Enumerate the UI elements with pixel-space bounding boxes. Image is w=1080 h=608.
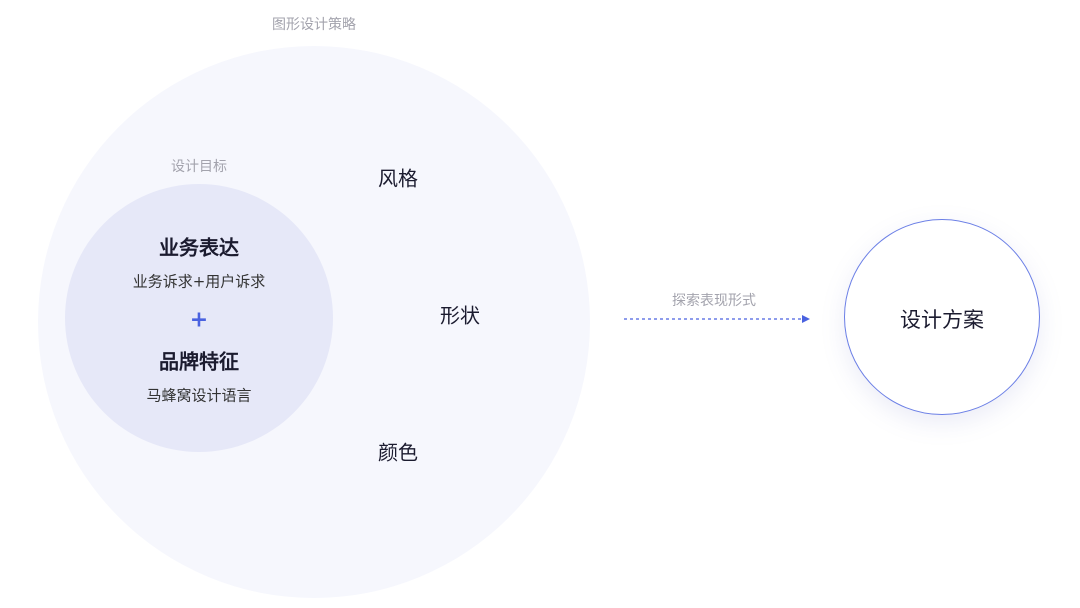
outer-title: 图形设计策略 bbox=[272, 17, 356, 33]
brand-subtitle: 马蜂窝设计语言 bbox=[146, 386, 252, 405]
goal-title: 设计目标 bbox=[171, 159, 227, 175]
result-circle bbox=[844, 219, 1040, 415]
brand-title: 品牌特征 bbox=[159, 349, 239, 374]
dimension-color: 颜色 bbox=[378, 440, 418, 465]
business-subtitle: 业务诉求+用户诉求 bbox=[132, 272, 266, 291]
dashed-arrow-icon bbox=[624, 315, 810, 323]
dimension-shape: 形状 bbox=[440, 303, 480, 328]
arrow-label: 探索表现形式 bbox=[672, 293, 756, 309]
business-title: 业务表达 bbox=[159, 235, 239, 260]
plus-icon: + bbox=[189, 307, 209, 333]
goal-circle bbox=[65, 184, 333, 452]
result-label: 设计方案 bbox=[900, 308, 984, 332]
dimension-style: 风格 bbox=[378, 166, 418, 191]
